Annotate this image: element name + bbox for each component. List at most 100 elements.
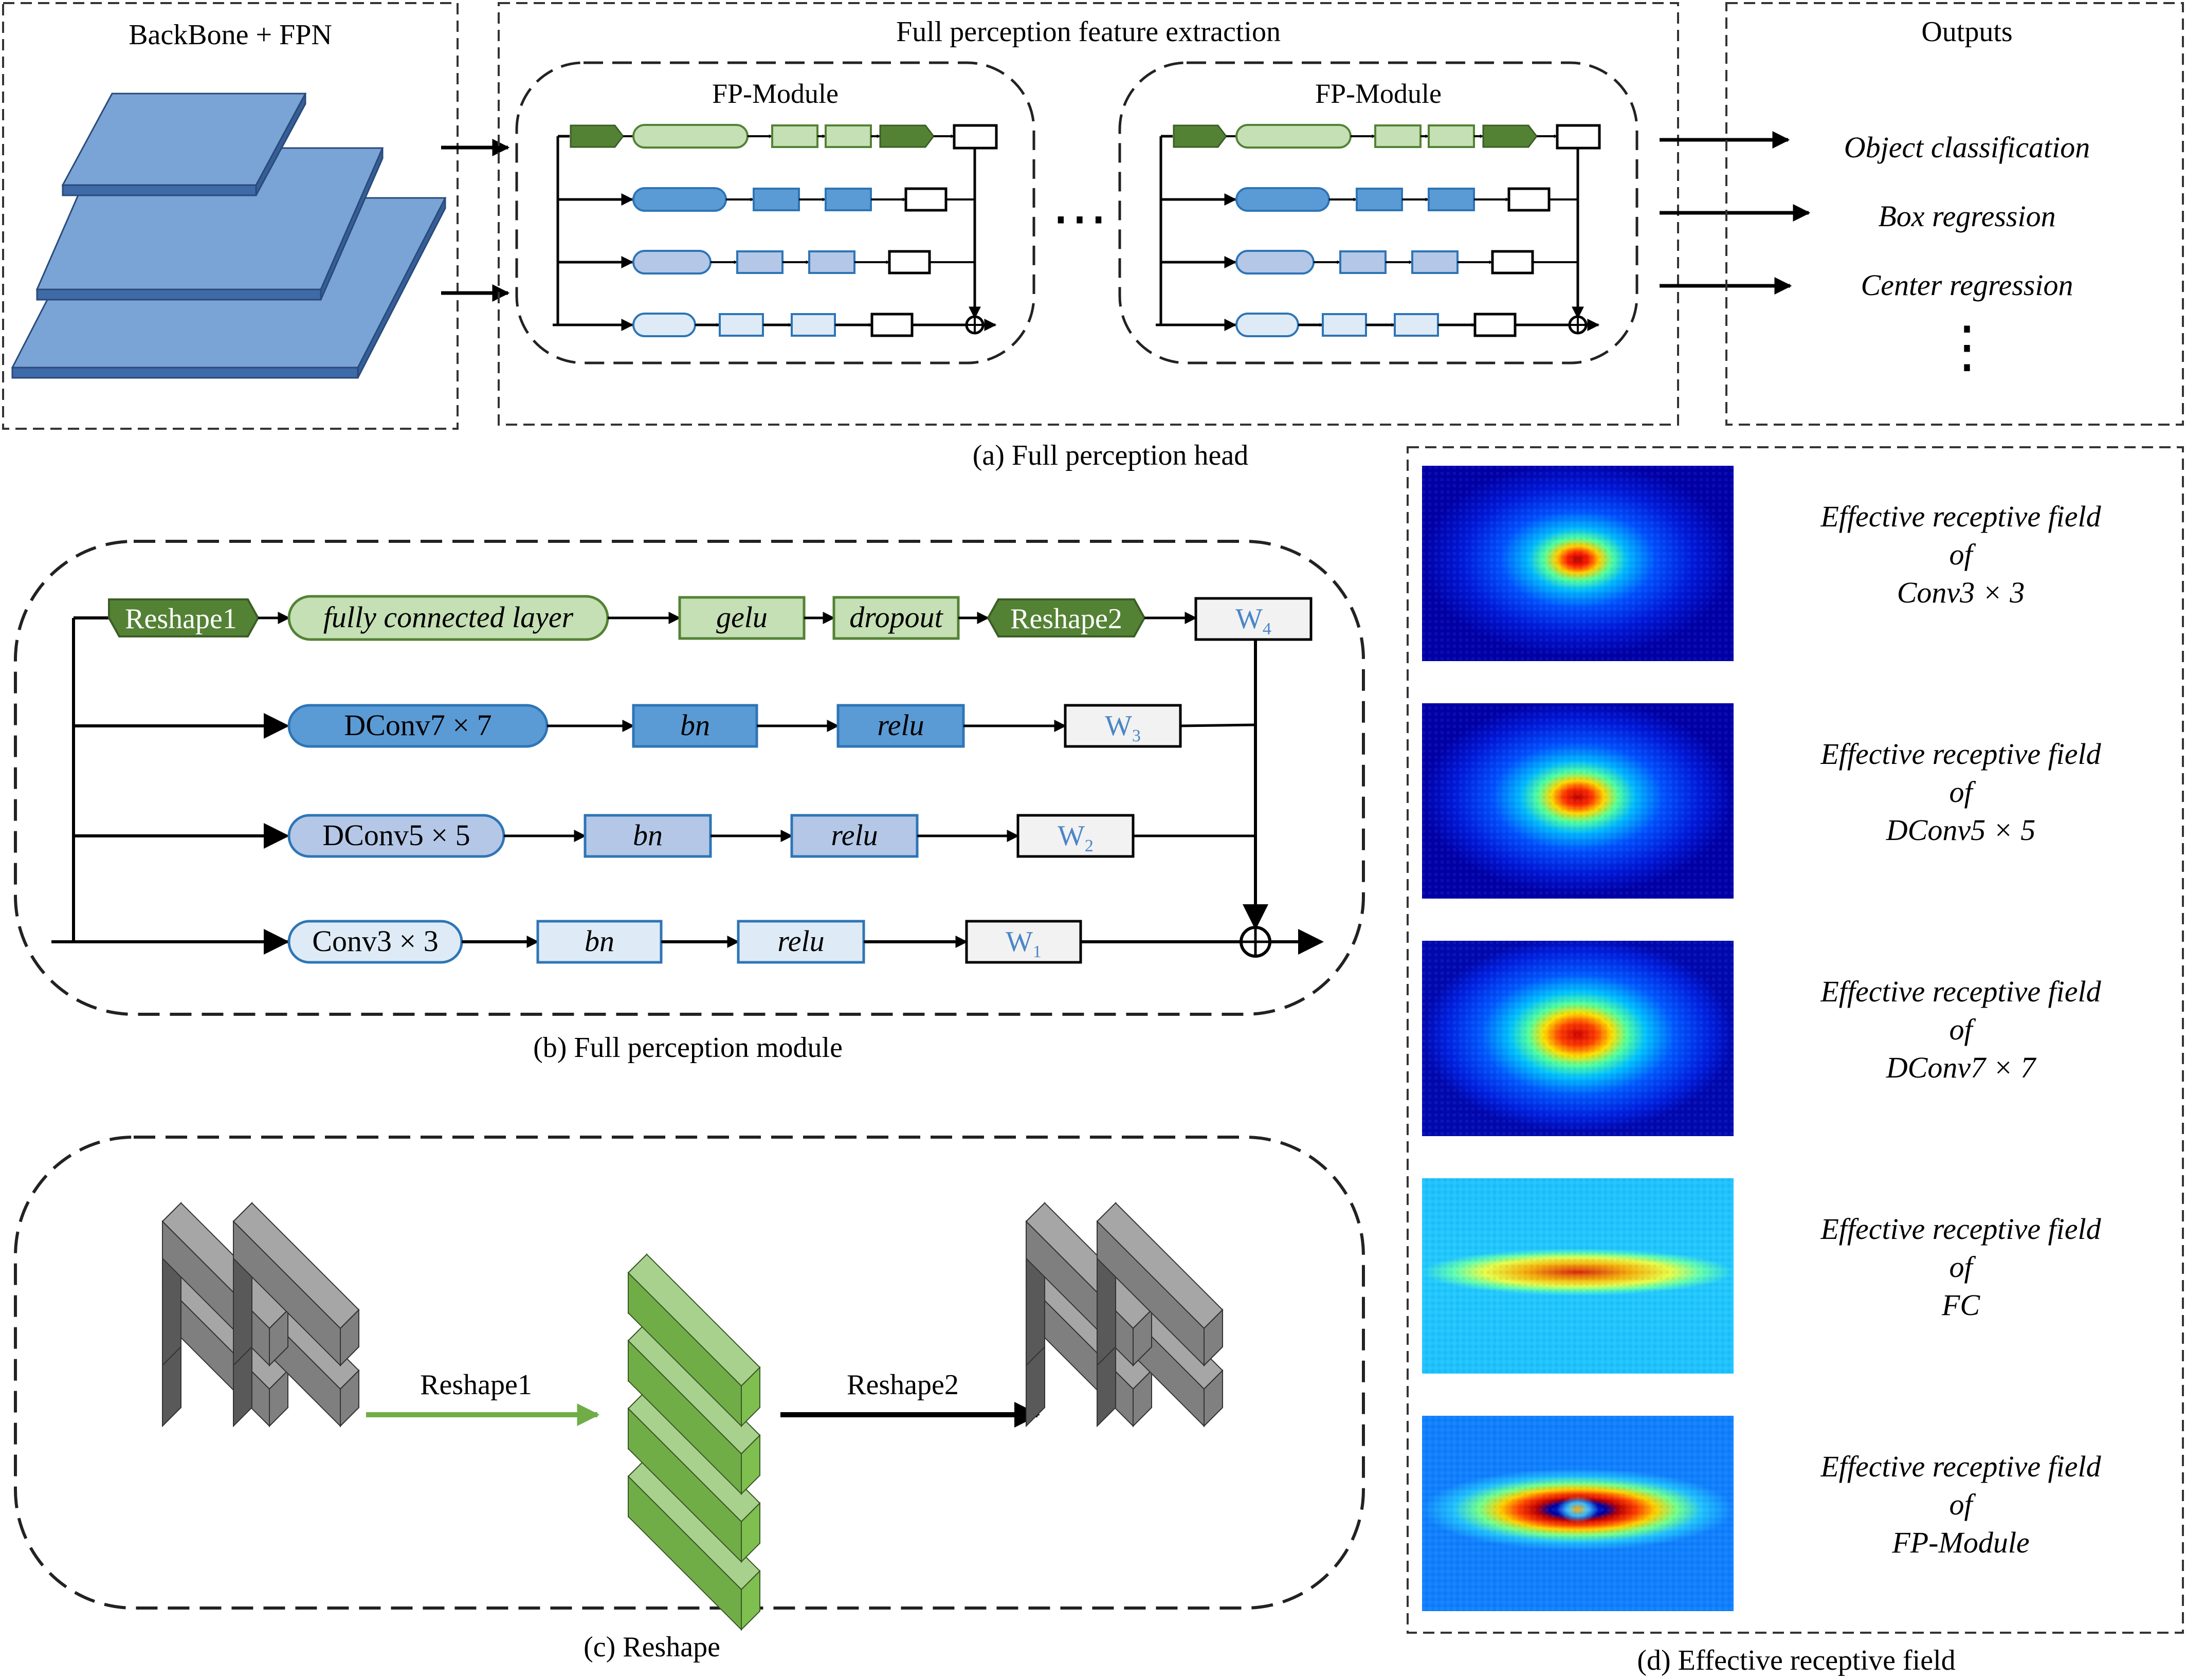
svg-text:W4: W4 (1235, 603, 1271, 638)
conv3-block: Conv3 × 3 (287, 920, 463, 964)
output-object-classification: Object classification (1844, 131, 2090, 164)
sum-node (1240, 926, 1271, 958)
reshape2-label: Reshape2 (1010, 603, 1122, 635)
bn3-block: bn (632, 704, 758, 748)
backbone-title: BackBone + FPN (129, 19, 332, 51)
erf-label-4: Effective receptive field of FC (1820, 1212, 2101, 1322)
conv3-label: Conv3 × 3 (312, 924, 438, 958)
outputs-more: ⋮ (1939, 316, 1995, 378)
panel-c-border (14, 1136, 1365, 1610)
fp-module-1: FP-Module (515, 61, 1035, 364)
backbone-box (2, 2, 459, 430)
row-3: DConv7 × 7 bn relu W3 (287, 704, 1256, 748)
erf-heatmap-4 (1422, 1178, 1734, 1374)
erf-label-5-line1: Effective receptive field (1820, 1450, 2101, 1483)
caption-a: (a) Full perception head (973, 440, 1248, 471)
w4-main: W (1235, 603, 1263, 635)
fp-module-2-title: FP-Module (1315, 78, 1442, 109)
erf-label-3: Effective receptive field of DConv7 × 7 (1820, 975, 2101, 1084)
panel-a: BackBone + FPN Full perception feat (2, 2, 2184, 471)
dropout-block: dropout (832, 596, 960, 640)
svg-text:W3: W3 (1105, 710, 1141, 745)
erf-label-3-line2: of (1949, 1013, 1976, 1046)
w1-main: W (1006, 926, 1033, 958)
erf-label-1: Effective receptive field of Conv3 × 3 (1820, 500, 2101, 609)
w1-sub: 1 (1033, 942, 1042, 961)
modules-ellipsis: ⋯ (1051, 187, 1108, 250)
erf-label-1-line1: Effective receptive field (1820, 500, 2101, 533)
w2-main: W (1058, 820, 1085, 852)
svg-text:W1: W1 (1006, 926, 1042, 961)
relu3-block: relu (836, 704, 965, 748)
extraction-title: Full perception feature extraction (896, 16, 1281, 48)
fp-module-2-rows (1156, 124, 1601, 337)
fpn-layers (11, 93, 447, 379)
erf-label-2: Effective receptive field of DConv5 × 5 (1820, 737, 2101, 847)
fp-module-1-title: FP-Module (712, 78, 839, 109)
row-4: Reshape1 fully connected layer gelu drop… (108, 595, 1313, 641)
erf-label-4-line2: of (1949, 1250, 1976, 1284)
w3-sub: 3 (1132, 726, 1141, 745)
w3-main: W (1105, 710, 1132, 742)
dconv7-block: DConv7 × 7 (287, 704, 549, 748)
erf-heatmap-3 (1422, 941, 1734, 1136)
erf-label-3-line3: DConv7 × 7 (1886, 1051, 2036, 1084)
w2-sub: 2 (1085, 836, 1094, 855)
erf-label-1-line3: Conv3 × 3 (1897, 576, 2025, 609)
dconv5-block: DConv5 × 5 (287, 814, 505, 858)
fp-module-1-rows (553, 124, 998, 337)
gray-block-group-right (1026, 1202, 1223, 1427)
bn1-label: bn (585, 924, 614, 958)
w4-block: W4 (1194, 597, 1313, 641)
reshape1-arrow-label: Reshape1 (420, 1369, 532, 1401)
erf-label-2-line1: Effective receptive field (1820, 737, 2101, 771)
erf-label-1-line2: of (1949, 538, 1976, 571)
w3-block: W3 (1064, 704, 1182, 748)
panel-d-border (1407, 446, 2184, 1634)
bn2-label: bn (633, 818, 663, 852)
erf-label-5-line3: FP-Module (1891, 1526, 2029, 1559)
erf-label-2-line3: DConv5 × 5 (1886, 813, 2035, 847)
caption-c: (c) Reshape (584, 1631, 720, 1663)
erf-label-4-line3: FC (1941, 1288, 1980, 1322)
w1-block: W1 (965, 920, 1082, 964)
bn3-label: bn (680, 708, 710, 742)
relu1-block: relu (737, 920, 865, 964)
output-box-regression: Box regression (1878, 199, 2055, 233)
fp-module-2: FP-Module (1118, 61, 1638, 364)
fpn-layer-small (61, 93, 307, 196)
relu2-block: relu (790, 814, 919, 858)
reshape2-arrow-label: Reshape2 (847, 1369, 959, 1401)
relu3-label: relu (877, 708, 924, 742)
erf-heatmap-1 (1422, 466, 1734, 661)
output-center-regression: Center regression (1861, 268, 2073, 302)
panel-b-border (14, 540, 1365, 1016)
fc-layer-label: fully connected layer (323, 600, 574, 634)
dconv5-label: DConv5 × 5 (322, 818, 470, 852)
row-2: DConv5 × 5 bn relu W2 (287, 814, 1255, 858)
reshape2-block: Reshape2 (987, 598, 1146, 637)
erf-label-2-line2: of (1949, 775, 1976, 809)
caption-d: (d) Effective receptive field (1637, 1645, 1955, 1676)
caption-b: (b) Full perception module (533, 1032, 843, 1064)
outputs-box (1725, 2, 2184, 426)
w2-block: W2 (1016, 814, 1135, 858)
erf-label-5: Effective receptive field of FP-Module (1820, 1450, 2101, 1559)
dconv7-label: DConv7 × 7 (344, 708, 491, 742)
erf-heatmap-5 (1422, 1416, 1734, 1611)
row-1: Conv3 × 3 bn relu W1 (287, 920, 1082, 964)
panel-c: Reshape1 (14, 1136, 1365, 1663)
erf-label-3-line1: Effective receptive field (1820, 975, 2101, 1008)
dropout-label: dropout (849, 600, 943, 634)
svg-text:W2: W2 (1058, 820, 1094, 855)
relu2-label: relu (831, 818, 878, 852)
erf-label-5-line2: of (1949, 1488, 1976, 1521)
gelu-block: gelu (678, 596, 806, 640)
panel-b: Reshape1 fully connected layer gelu drop… (14, 540, 1365, 1064)
panel-d: Effective receptive field of Conv3 × 3 E… (1407, 446, 2184, 1676)
reshape1-block: Reshape1 (108, 598, 260, 637)
erf-label-4-line1: Effective receptive field (1820, 1212, 2101, 1246)
outputs-title: Outputs (1921, 16, 2012, 48)
erf-heatmap-2 (1422, 703, 1734, 899)
